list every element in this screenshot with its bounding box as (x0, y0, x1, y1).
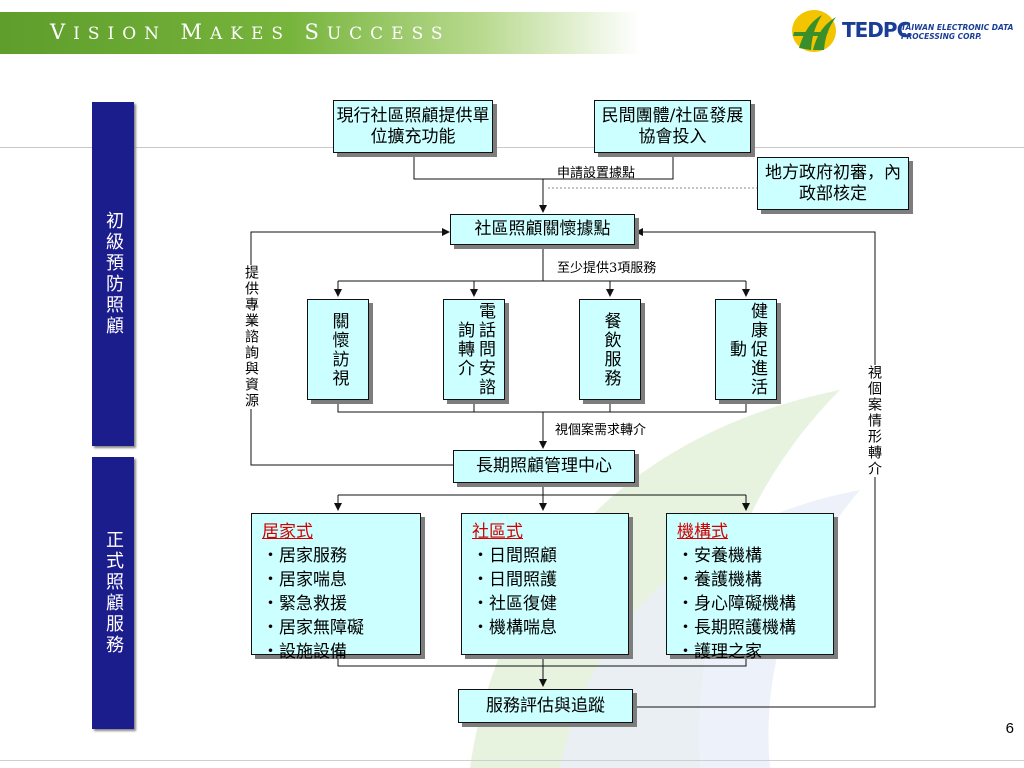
mode-item: ・社區復健 (472, 594, 557, 614)
mode-item: ・居家喘息 (262, 570, 347, 590)
logo-abbreviation: TEDPC (842, 18, 911, 42)
mode-item: ・設施設備 (262, 642, 347, 662)
label-case-referral: 視個案情形轉介 (866, 365, 882, 477)
mode-item: ・機構喘息 (472, 618, 557, 638)
mode-item: ・居家服務 (262, 546, 347, 566)
mode-item: ・身心障礙機構 (677, 594, 796, 614)
mode-item: ・養護機構 (677, 570, 762, 590)
mode-title: 機構式 (677, 522, 728, 542)
label-referral: 視個案需求轉介 (555, 423, 647, 438)
service-phone-consult: 電話問安諮詢轉介 (443, 299, 505, 400)
node-local-government-review: 地方政府初審，內政部核定 (757, 157, 909, 210)
service-meals: 餐飲服務 (579, 299, 641, 400)
node-existing-units: 現行社區照顧提供單位擴充功能 (333, 100, 493, 153)
page-number: 6 (1005, 720, 1014, 737)
mode-item: ・護理之家 (677, 642, 762, 662)
tagline: VISION MAKES SUCCESS (50, 20, 451, 44)
node-community-care-point: 社區照顧關懷據點 (450, 214, 635, 245)
logo-mark-icon (792, 10, 836, 52)
node-long-term-care-center: 長期照顧管理中心 (453, 450, 635, 483)
service-care-visit: 關懷訪視 (307, 299, 369, 400)
mode-community-based: 社區式 ・日間照顧 ・日間照護 ・社區復健 ・機構喘息 (461, 513, 629, 655)
label-apply-site: 申請設置據點 (557, 166, 636, 181)
mode-item: ・緊急救援 (262, 594, 347, 614)
footer-line (0, 760, 1024, 761)
label-professional-consult: 提供專業諮詢與資源 (243, 265, 259, 409)
mode-title: 社區式 (472, 522, 523, 542)
mode-item: ・居家無障礙 (262, 618, 364, 638)
mode-item: ・長期照護機構 (677, 618, 796, 638)
band-formal-care: 正式照顧服務 (92, 457, 134, 729)
node-civil-groups: 民間團體/社區發展協會投入 (594, 100, 751, 153)
service-health-promotion: 健康促進活動 (715, 299, 777, 400)
band-primary-prevention: 初級預防照顧 (92, 102, 134, 446)
mode-institutional: 機構式 ・安養機構 ・養護機構 ・身心障礙機構 ・長期照護機構 ・護理之家 (666, 513, 834, 662)
mode-item: ・日間照顧 (472, 546, 557, 566)
header-banner (0, 12, 640, 54)
mode-item: ・日間照護 (472, 570, 557, 590)
node-service-evaluation: 服務評估與追蹤 (458, 689, 633, 723)
mode-title: 居家式 (262, 522, 313, 542)
divider-line (0, 147, 1024, 148)
mode-home-based: 居家式 ・居家服務 ・居家喘息 ・緊急救援 ・居家無障礙 ・設施設備 (251, 513, 421, 662)
label-min-services: 至少提供3項服務 (557, 261, 657, 276)
mode-item: ・安養機構 (677, 546, 762, 566)
